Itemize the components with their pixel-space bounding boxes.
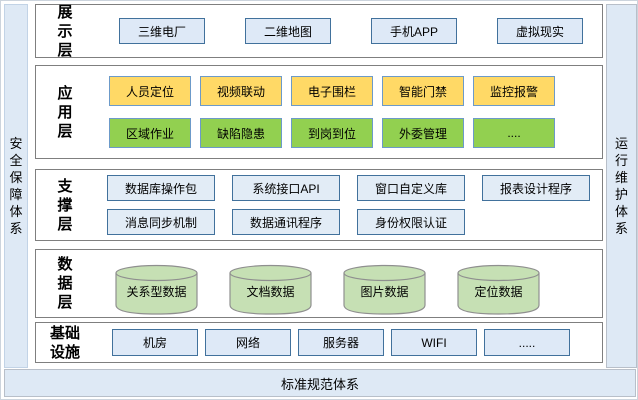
layer-content-presentation: 三维电厂 二维地图 手机APP 虚拟现实 bbox=[94, 5, 602, 57]
database-cylinder-icon bbox=[457, 264, 540, 315]
box-report-design-program: 报表设计程序 bbox=[482, 175, 590, 201]
box-database-operation-package: 数据库操作包 bbox=[107, 175, 215, 201]
box-application-more: .... bbox=[473, 118, 555, 148]
box-message-sync-mechanism: 消息同步机制 bbox=[107, 209, 215, 235]
layer-content-application: 人员定位 视频联动 电子围栏 智能门禁 监控报警 区域作业 缺陷隐患 到岗到位 … bbox=[94, 66, 602, 158]
layer-content-infrastructure: 机房 网络 服务器 WIFI ..... bbox=[94, 323, 602, 362]
support-row-1: 数据库操作包 系统接口API 窗口自定义库 报表设计程序 bbox=[94, 175, 602, 201]
layer-label-data: 数 据 层 bbox=[57, 256, 73, 311]
box-2d-map: 二维地图 bbox=[245, 18, 331, 44]
layer-label-presentation: 展 示 层 bbox=[57, 3, 73, 59]
box-server: 服务器 bbox=[298, 329, 384, 356]
layer-application: 应 用 层 人员定位 视频联动 电子围栏 智能门禁 监控报警 区域作业 缺陷隐患… bbox=[35, 65, 603, 159]
pillar-operation-maintenance: 运 行 维 护 体 系 bbox=[606, 4, 637, 368]
layer-infrastructure: 基础 设施 机房 网络 服务器 WIFI ..... bbox=[35, 322, 603, 363]
cylinder-image-data: 图片数据 bbox=[342, 264, 427, 316]
layer-label-infrastructure: 基础 设施 bbox=[49, 324, 80, 361]
layer-content-support: 数据库操作包 系统接口API 窗口自定义库 报表设计程序 消息同步机制 数据通讯… bbox=[94, 170, 602, 240]
box-smart-access-control: 智能门禁 bbox=[382, 76, 464, 106]
bar-standard-specification: 标准规范体系 bbox=[4, 369, 636, 397]
box-server-room: 机房 bbox=[112, 329, 198, 356]
infrastructure-row: 机房 网络 服务器 WIFI ..... bbox=[94, 329, 602, 356]
layer-presentation: 展 示 层 三维电厂 二维地图 手机APP 虚拟现实 bbox=[35, 3, 603, 59]
box-3d-plant: 三维电厂 bbox=[119, 18, 205, 44]
box-virtual-reality: 虚拟现实 bbox=[497, 18, 583, 44]
box-wifi: WIFI bbox=[391, 329, 477, 356]
box-window-custom-library: 窗口自定义库 bbox=[357, 175, 465, 201]
application-row-2: 区域作业 缺陷隐患 到岗到位 外委管理 .... bbox=[94, 118, 602, 148]
application-row-1: 人员定位 视频联动 电子围栏 智能门禁 监控报警 bbox=[94, 76, 602, 106]
cylinder-label: 图片数据 bbox=[360, 285, 409, 299]
pillar-security-assurance: 安 全 保 障 体 系 bbox=[4, 4, 28, 368]
box-network: 网络 bbox=[205, 329, 291, 356]
cylinder-relational-data: 关系型数据 bbox=[114, 264, 199, 316]
cylinder-label: 关系型数据 bbox=[126, 285, 187, 299]
cylinder-document-data: 文档数据 bbox=[228, 264, 313, 316]
box-on-duty-in-place: 到岗到位 bbox=[291, 118, 373, 148]
cylinder-label: 定位数据 bbox=[474, 285, 523, 299]
presentation-row: 三维电厂 二维地图 手机APP 虚拟现实 bbox=[94, 18, 602, 44]
layer-content-data: 关系型数据 文档数据 图片数据 bbox=[94, 250, 602, 317]
box-infrastructure-more: ..... bbox=[484, 329, 570, 356]
box-defect-hazard: 缺陷隐患 bbox=[200, 118, 282, 148]
cylinder-positioning-data: 定位数据 bbox=[456, 264, 541, 316]
box-data-communication-program: 数据通讯程序 bbox=[232, 209, 340, 235]
box-identity-authorization: 身份权限认证 bbox=[357, 209, 465, 235]
box-personnel-positioning: 人员定位 bbox=[109, 76, 191, 106]
box-mobile-app: 手机APP bbox=[371, 18, 457, 44]
database-cylinder-icon bbox=[343, 264, 426, 315]
box-outsourcing-management: 外委管理 bbox=[382, 118, 464, 148]
layer-label-application: 应 用 层 bbox=[57, 84, 73, 140]
box-electronic-fence: 电子围栏 bbox=[291, 76, 373, 106]
layer-label-support: 支 撑 层 bbox=[57, 177, 73, 233]
box-area-work: 区域作业 bbox=[109, 118, 191, 148]
data-row: 关系型数据 文档数据 图片数据 bbox=[94, 251, 602, 316]
layer-data: 数 据 层 关系型数据 文档数据 bbox=[35, 249, 603, 318]
layer-support: 支 撑 层 数据库操作包 系统接口API 窗口自定义库 报表设计程序 消息同步机… bbox=[35, 169, 603, 241]
database-cylinder-icon bbox=[115, 264, 198, 315]
cylinder-label: 文档数据 bbox=[246, 285, 295, 299]
support-row-2: 消息同步机制 数据通讯程序 身份权限认证 bbox=[94, 209, 602, 235]
box-video-linkage: 视频联动 bbox=[200, 76, 282, 106]
box-monitoring-alarm: 监控报警 bbox=[473, 76, 555, 106]
database-cylinder-icon bbox=[229, 264, 312, 315]
box-system-interface-api: 系统接口API bbox=[232, 175, 340, 201]
